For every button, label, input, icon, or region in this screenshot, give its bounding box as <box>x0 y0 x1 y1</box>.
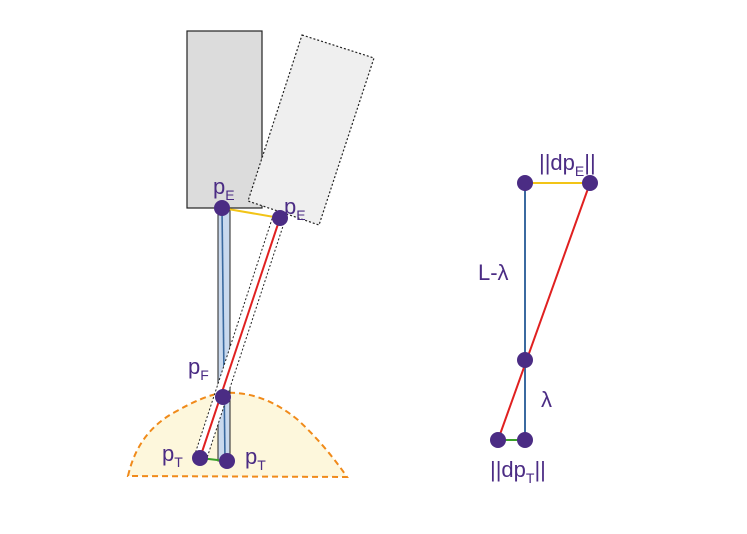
label-lambda: λ <box>541 387 552 412</box>
point-pe-displaced <box>272 210 288 226</box>
displaced-tool-axis <box>199 217 281 459</box>
right-point-top-original <box>517 175 533 191</box>
original-body <box>186 30 263 209</box>
point-pt-displaced <box>192 450 208 466</box>
left-figure: pE pE pF pT pT <box>126 30 375 479</box>
label-pe-displaced: pE <box>284 194 306 223</box>
displaced-body <box>247 34 375 226</box>
label-pe-original: pE <box>213 174 235 203</box>
right-point-top-displaced <box>582 175 598 191</box>
point-pf <box>215 389 231 405</box>
soft-tissue-region <box>126 391 349 479</box>
label-pf: pF <box>188 354 209 383</box>
right-point-bottom-original <box>517 432 533 448</box>
right-point-bottom-displaced <box>490 432 506 448</box>
right-point-fulcrum <box>517 352 533 368</box>
label-dp-t: ||dpT|| <box>490 457 546 486</box>
right-figure: ||dpE|| L-λ λ ||dpT|| <box>478 150 598 486</box>
label-pt-original: pT <box>245 444 266 473</box>
label-pt-displaced: pT <box>162 441 183 470</box>
label-dp-e: ||dpE|| <box>539 150 596 179</box>
point-pt-original <box>219 453 235 469</box>
tip-e-displacement <box>221 207 281 219</box>
label-l-minus-lambda: L-λ <box>478 260 509 285</box>
point-pe-original <box>214 200 230 216</box>
right-displaced-line <box>497 182 591 441</box>
original-tool-axis <box>221 207 226 462</box>
